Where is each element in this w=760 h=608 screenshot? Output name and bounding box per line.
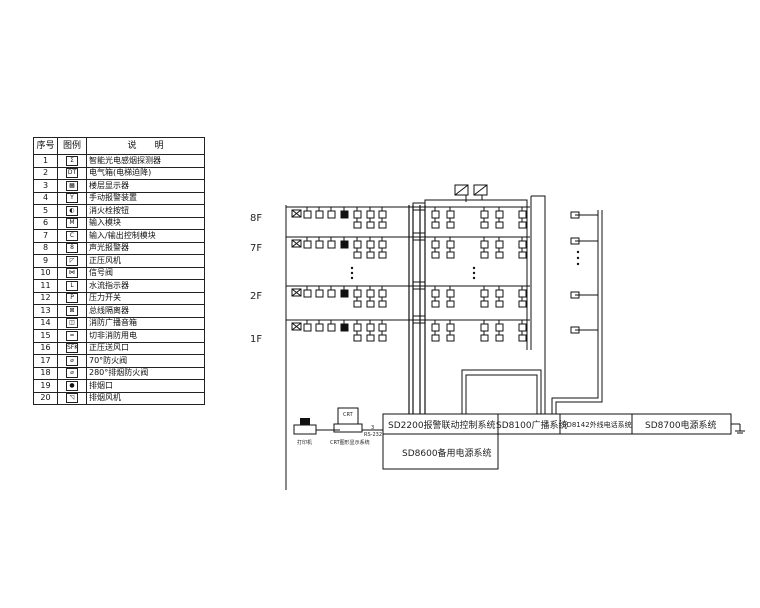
right-broadcast-column bbox=[570, 211, 598, 334]
floor-label-8f: 8F bbox=[250, 213, 262, 224]
legend-symbol-icon: 8 bbox=[66, 243, 78, 253]
crt-system-label: CRT图形显示系统 bbox=[330, 439, 370, 446]
floor-row bbox=[286, 232, 530, 259]
continuation-dot bbox=[576, 250, 580, 254]
legend-row: 3▦楼层显示器 bbox=[33, 179, 205, 193]
continuation-dot bbox=[350, 266, 354, 270]
broadcast-speaker-node bbox=[570, 237, 598, 245]
rs232-label: RS-232 bbox=[364, 432, 382, 438]
crt-monitor-icon bbox=[333, 407, 383, 433]
legend-symbol-icon: L bbox=[66, 280, 78, 291]
continuation-dot bbox=[472, 271, 476, 275]
broadcast-speaker-node bbox=[570, 291, 598, 299]
power-system-label: SD8700电源系统 bbox=[645, 419, 717, 431]
continuation-dot bbox=[576, 262, 580, 266]
legend-row: 13⊠总线隔离器 bbox=[33, 304, 205, 318]
floor-device-rows bbox=[286, 202, 580, 342]
legend-header-desc: 说 明 bbox=[86, 137, 205, 155]
legend-symbol-icon: ● bbox=[66, 380, 78, 391]
floor-row bbox=[286, 315, 530, 342]
legend-symbol-icon: ═ bbox=[66, 330, 78, 341]
legend-symbol-icon: ▦ bbox=[66, 180, 78, 191]
continuation-dot bbox=[472, 266, 476, 270]
legend-header-icon: 图例 bbox=[57, 137, 87, 155]
continuation-dot bbox=[576, 256, 580, 260]
floor-label-7f: 7F bbox=[250, 243, 262, 254]
legend-symbol-icon: ◐ bbox=[66, 205, 78, 216]
main-control-system-label: SD2200报警联动控制系统 bbox=[388, 419, 496, 431]
legend-symbol-icon: ⊠ bbox=[66, 305, 78, 316]
crt-box-label: CRT bbox=[343, 412, 354, 418]
legend-row: 20◹排烟风机 bbox=[33, 391, 205, 405]
printer-label: 打印机 bbox=[297, 439, 312, 446]
rs232-count-label: 3 bbox=[371, 425, 374, 431]
floor-label-2f: 2F bbox=[250, 291, 262, 302]
legend-symbol-icon: ◸ bbox=[66, 255, 78, 266]
legend-row: 17⌀70°防火阀 bbox=[33, 354, 205, 368]
legend-symbol-icon: ⋈ bbox=[66, 268, 78, 278]
phone-system-label: SD8142外线电话系统 bbox=[562, 420, 632, 429]
floor-row bbox=[286, 202, 530, 229]
legend-symbol-icon: ⌀ bbox=[66, 355, 78, 366]
continuation-dot bbox=[472, 276, 476, 280]
legend-row-icon: M bbox=[57, 216, 87, 230]
broadcast-system-label: SD8100广播系统 bbox=[496, 419, 568, 431]
legend-symbol-icon: SFK bbox=[66, 343, 79, 353]
legend-symbol-icon: P bbox=[66, 293, 78, 303]
legend-symbol-icon: C bbox=[66, 230, 78, 241]
legend-symbol-icon: Σ bbox=[66, 155, 78, 166]
legend-symbol-icon: ◹ bbox=[66, 393, 78, 403]
printer-icon bbox=[293, 418, 340, 435]
floor-row bbox=[286, 281, 530, 308]
legend-row: 18⌀280°排烟防火阀 bbox=[33, 366, 205, 380]
roof-fan-icon bbox=[454, 184, 488, 196]
floor-label-1f: 1F bbox=[250, 334, 262, 345]
ground-icon bbox=[731, 423, 745, 434]
legend-symbol-icon: Y bbox=[66, 193, 78, 203]
legend-row-icon: ⊠ bbox=[57, 304, 87, 318]
legend-row-desc: 排烟风机 bbox=[86, 391, 205, 405]
legend-symbol-icon: ◫ bbox=[66, 318, 78, 328]
continuation-dot bbox=[350, 276, 354, 280]
legend-symbol-icon: M bbox=[66, 218, 78, 228]
legend-symbol-icon: ⌀ bbox=[66, 368, 78, 378]
legend-header-row: 序号 图例 说 明 bbox=[33, 137, 205, 155]
continuation-dot bbox=[350, 271, 354, 275]
broadcast-speaker-node bbox=[570, 326, 598, 334]
broadcast-speaker-node bbox=[570, 211, 598, 219]
legend-symbol-icon: DT bbox=[66, 168, 78, 178]
backup-power-label: SD8600备用电源系统 bbox=[402, 447, 492, 459]
legend-row-icon: ◹ bbox=[57, 391, 87, 405]
legend-row: 10⋈信号阀 bbox=[33, 266, 205, 280]
